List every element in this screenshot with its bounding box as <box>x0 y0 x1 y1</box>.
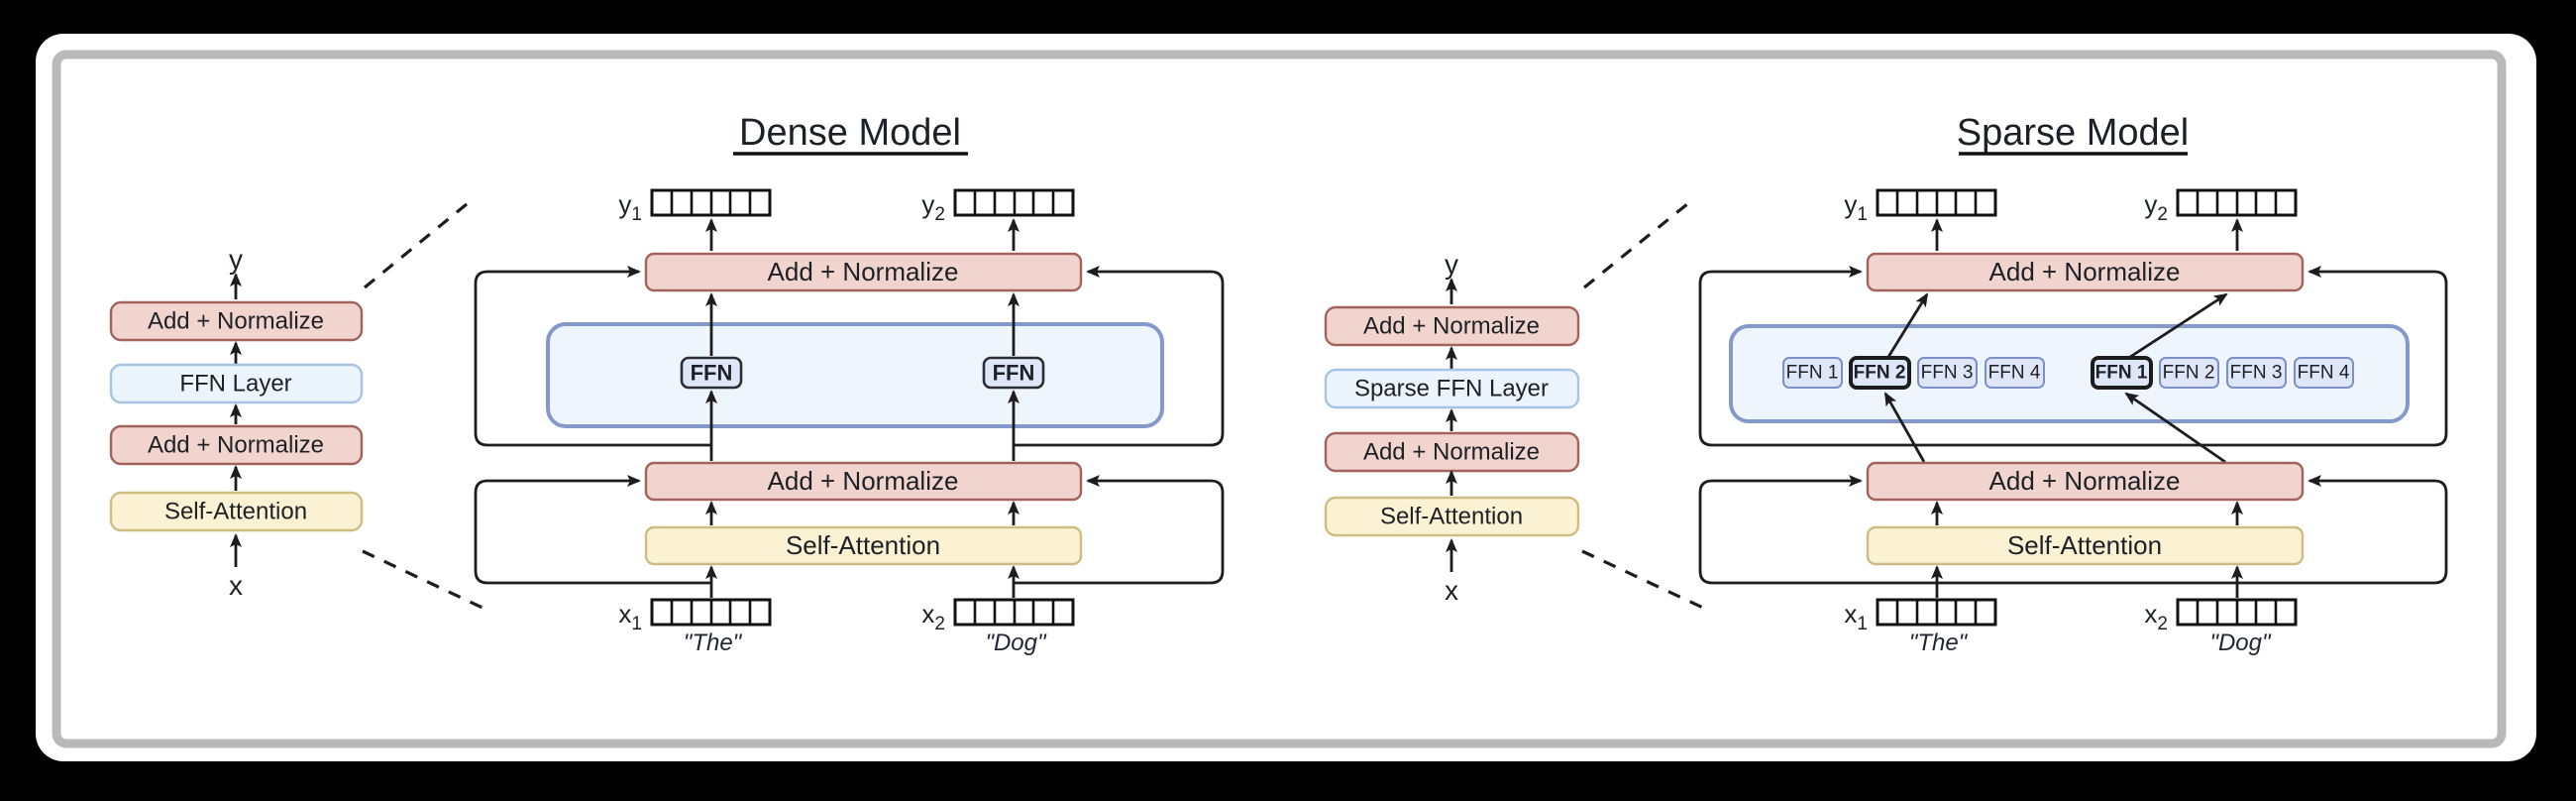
add-normalize-label: Add + Normalize <box>768 466 959 496</box>
expert-label: FFN 4 <box>2298 363 2350 384</box>
self-attention-label: Self-Attention <box>2007 530 2162 560</box>
add-normalize-label: Add + Normalize <box>1989 466 2181 496</box>
residual-connection <box>474 475 711 585</box>
expert-output-arrow <box>2129 292 2228 359</box>
add-normalize-label: Add + Normalize <box>148 308 324 335</box>
sparse-title: Sparse Model <box>1957 112 2189 154</box>
residual-connection <box>1698 475 2081 585</box>
token-label: x2 <box>2144 599 2168 634</box>
add-normalize-box <box>644 252 1083 292</box>
add-normalize-box <box>644 461 1083 502</box>
sparse-ffn-container <box>1729 324 2410 423</box>
x-input-label: x <box>229 570 243 601</box>
ffn-box <box>680 356 743 390</box>
embedding-vector <box>1876 598 1997 627</box>
y-output-label: y <box>1445 249 1458 280</box>
token-label: x1 <box>1844 599 1868 634</box>
embedding-vector <box>953 188 1075 217</box>
embedding-vector <box>953 598 1075 627</box>
expert-routing-arrow <box>1883 392 1926 463</box>
dense-mini-stack: y Add + Normalize FFN Layer Add + Normal… <box>109 244 364 601</box>
self-attention-label: Self-Attention <box>164 499 307 525</box>
residual-connection <box>1014 266 1225 447</box>
add-normalize-label: Add + Normalize <box>1363 439 1540 466</box>
dense-detail: Add + Normalize FFN FFN Add + Normalize … <box>474 188 1225 656</box>
dense-model: Dense Model y Add + Normalize FFN Layer … <box>109 112 1225 656</box>
ffn-label: FFN <box>993 361 1035 386</box>
token-label: x2 <box>921 599 945 634</box>
y-output-label: y <box>229 244 243 275</box>
token-word: "Dog" <box>2209 629 2272 656</box>
token-word: "The" <box>1909 629 1969 656</box>
residual-connection <box>474 266 711 447</box>
self-attention-label: Self-Attention <box>1380 504 1523 530</box>
card-border <box>52 50 2507 748</box>
add-normalize-box <box>1324 305 1580 347</box>
ffn-box <box>982 356 1045 390</box>
token-label: y1 <box>618 189 642 225</box>
sparse-mini-stack: y Add + Normalize Sparse FFN Layer Add +… <box>1324 249 1580 606</box>
expert-output-arrow <box>1886 292 1929 358</box>
ffn-layer-container <box>546 322 1164 428</box>
expert-box <box>2294 357 2354 389</box>
add-normalize-label: Add + Normalize <box>1363 313 1540 340</box>
add-normalize-label: Add + Normalize <box>148 432 324 459</box>
expert-label: FFN 2 <box>1854 363 1906 384</box>
x-input-label: x <box>1445 575 1458 606</box>
expert-box-selected <box>2091 356 2153 390</box>
token-label: y2 <box>2144 189 2168 225</box>
expert-box <box>1782 357 1843 389</box>
sparse-ffn-layer-box <box>1324 368 1580 409</box>
add-normalize-box <box>109 424 364 466</box>
ffn-label: FFN <box>691 361 733 386</box>
add-normalize-box <box>1866 461 2305 502</box>
expert-box <box>1917 357 1978 389</box>
token-word: "The" <box>684 629 743 656</box>
embedding-vector <box>650 188 772 217</box>
expert-routing-arrow <box>2124 392 2226 464</box>
embedding-vector <box>1876 188 1997 217</box>
residual-connection <box>1698 266 2081 447</box>
self-attention-box <box>109 491 364 532</box>
add-normalize-box <box>1866 252 2305 292</box>
expert-label: FFN 4 <box>1988 363 2041 384</box>
residual-connection <box>1014 475 1225 585</box>
sparse-model: Sparse Model y Add + Normalize Sparse FF… <box>1324 112 2448 656</box>
embedding-vector <box>2176 598 2298 627</box>
sparse-ffn-layer-label: Sparse FFN Layer <box>1354 376 1549 402</box>
token-word: "Dog" <box>985 629 1047 656</box>
expert-label: FFN 3 <box>2230 363 2283 384</box>
self-attention-box <box>1866 525 2305 566</box>
ffn-layer-box <box>109 363 364 404</box>
add-normalize-label: Add + Normalize <box>768 257 959 286</box>
sparse-detail: Add + Normalize FFN 1 FFN 2 FFN 3 FFN 4 … <box>1698 188 2448 656</box>
expert-box <box>2226 357 2287 389</box>
add-normalize-label: Add + Normalize <box>1989 257 2181 286</box>
expert-box <box>2159 357 2219 389</box>
dense-title: Dense Model <box>739 112 961 154</box>
residual-connection <box>2081 475 2448 585</box>
embedding-vector <box>2176 188 2298 217</box>
add-normalize-box <box>109 300 364 342</box>
expert-label: FFN 3 <box>1921 363 1974 384</box>
self-attention-box <box>1324 496 1580 537</box>
expert-label: FFN 2 <box>2163 363 2215 384</box>
embedding-vector <box>650 598 772 627</box>
residual-connection <box>2081 266 2448 447</box>
self-attention-label: Self-Attention <box>786 530 940 560</box>
ffn-layer-label: FFN Layer <box>179 371 291 398</box>
expert-label: FFN 1 <box>1786 363 1839 384</box>
token-label: x1 <box>618 599 642 634</box>
expert-label: FFN 1 <box>2095 363 2148 384</box>
token-label: y1 <box>1844 189 1868 225</box>
self-attention-box <box>644 525 1083 566</box>
expert-box <box>1985 357 2045 389</box>
token-label: y2 <box>921 189 945 225</box>
expert-box-selected <box>1849 356 1911 390</box>
